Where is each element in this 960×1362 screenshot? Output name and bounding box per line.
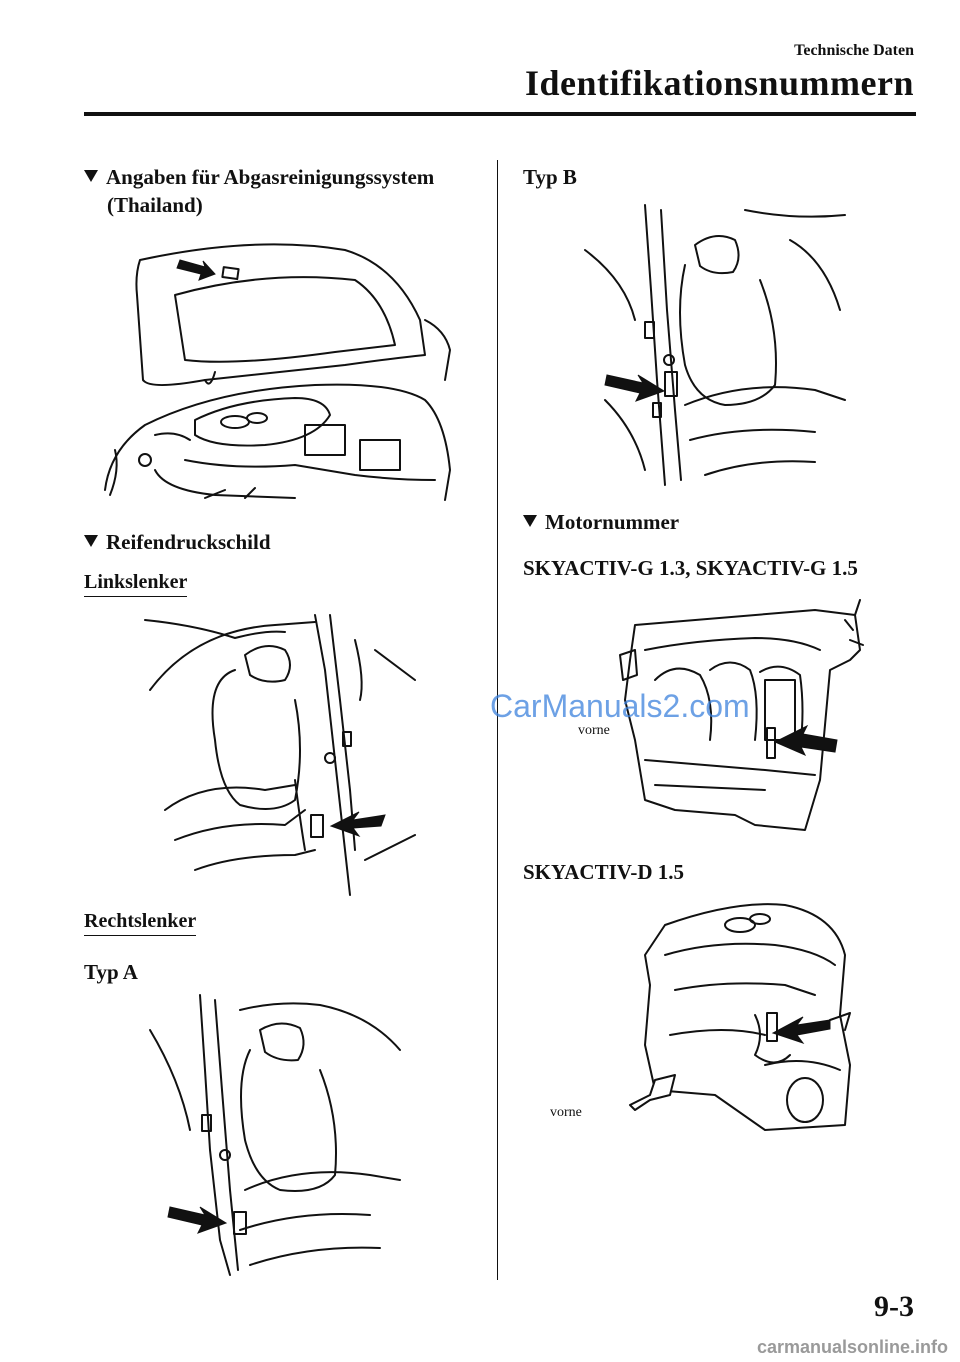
lhd-label-text: Linkslenker bbox=[84, 571, 188, 597]
emission-heading: Angaben für Abgasreinigungssystem bbox=[84, 162, 434, 192]
column-divider bbox=[497, 160, 498, 1280]
diesel-engine-label: SKYACTIV-D 1.5 bbox=[523, 860, 685, 884]
chapter-title: Technische Daten bbox=[794, 42, 914, 59]
gas-engine-illustration bbox=[619, 599, 864, 831]
rhd-label-text: Rechtslenker bbox=[84, 910, 197, 936]
hood-illustration bbox=[104, 243, 451, 501]
front-label-2: vorne bbox=[550, 1105, 582, 1120]
diesel-engine-illustration bbox=[629, 903, 851, 1131]
front-label-1: vorne bbox=[578, 723, 610, 738]
emission-heading-line1: Angaben für Abgasreinigungssystem bbox=[106, 165, 435, 189]
lhd-door-illustration bbox=[144, 614, 416, 896]
section-title: Identifikationsnummern bbox=[524, 63, 914, 103]
engine-heading: Motornummer bbox=[523, 507, 679, 537]
tire-heading: Reifendruckschild bbox=[84, 527, 271, 557]
header-rule bbox=[84, 112, 916, 116]
type-a-label: Typ A bbox=[84, 960, 138, 984]
page-number: 9-3 bbox=[874, 1290, 914, 1323]
lhd-label: Linkslenker bbox=[84, 571, 188, 597]
triangle-down-icon bbox=[84, 170, 98, 182]
engine-heading-text: Motornummer bbox=[545, 510, 680, 534]
triangle-down-icon bbox=[84, 535, 98, 547]
rhd-type-a-illustration bbox=[149, 994, 401, 1276]
rhd-label: Rechtslenker bbox=[84, 910, 197, 936]
type-b-label: Typ B bbox=[523, 165, 577, 189]
tire-heading-text: Reifendruckschild bbox=[106, 530, 271, 554]
gas-engine-label: SKYACTIV-G 1.3, SKYACTIV-G 1.5 bbox=[523, 556, 858, 580]
watermark-carmanuals2: CarManuals2.com bbox=[490, 688, 750, 724]
triangle-down-icon bbox=[523, 515, 537, 527]
rhd-type-b-illustration bbox=[584, 204, 846, 486]
watermark-carmanualsonline: carmanualsonline.info bbox=[756, 1337, 948, 1357]
emission-heading-line2: (Thailand) bbox=[107, 193, 203, 217]
